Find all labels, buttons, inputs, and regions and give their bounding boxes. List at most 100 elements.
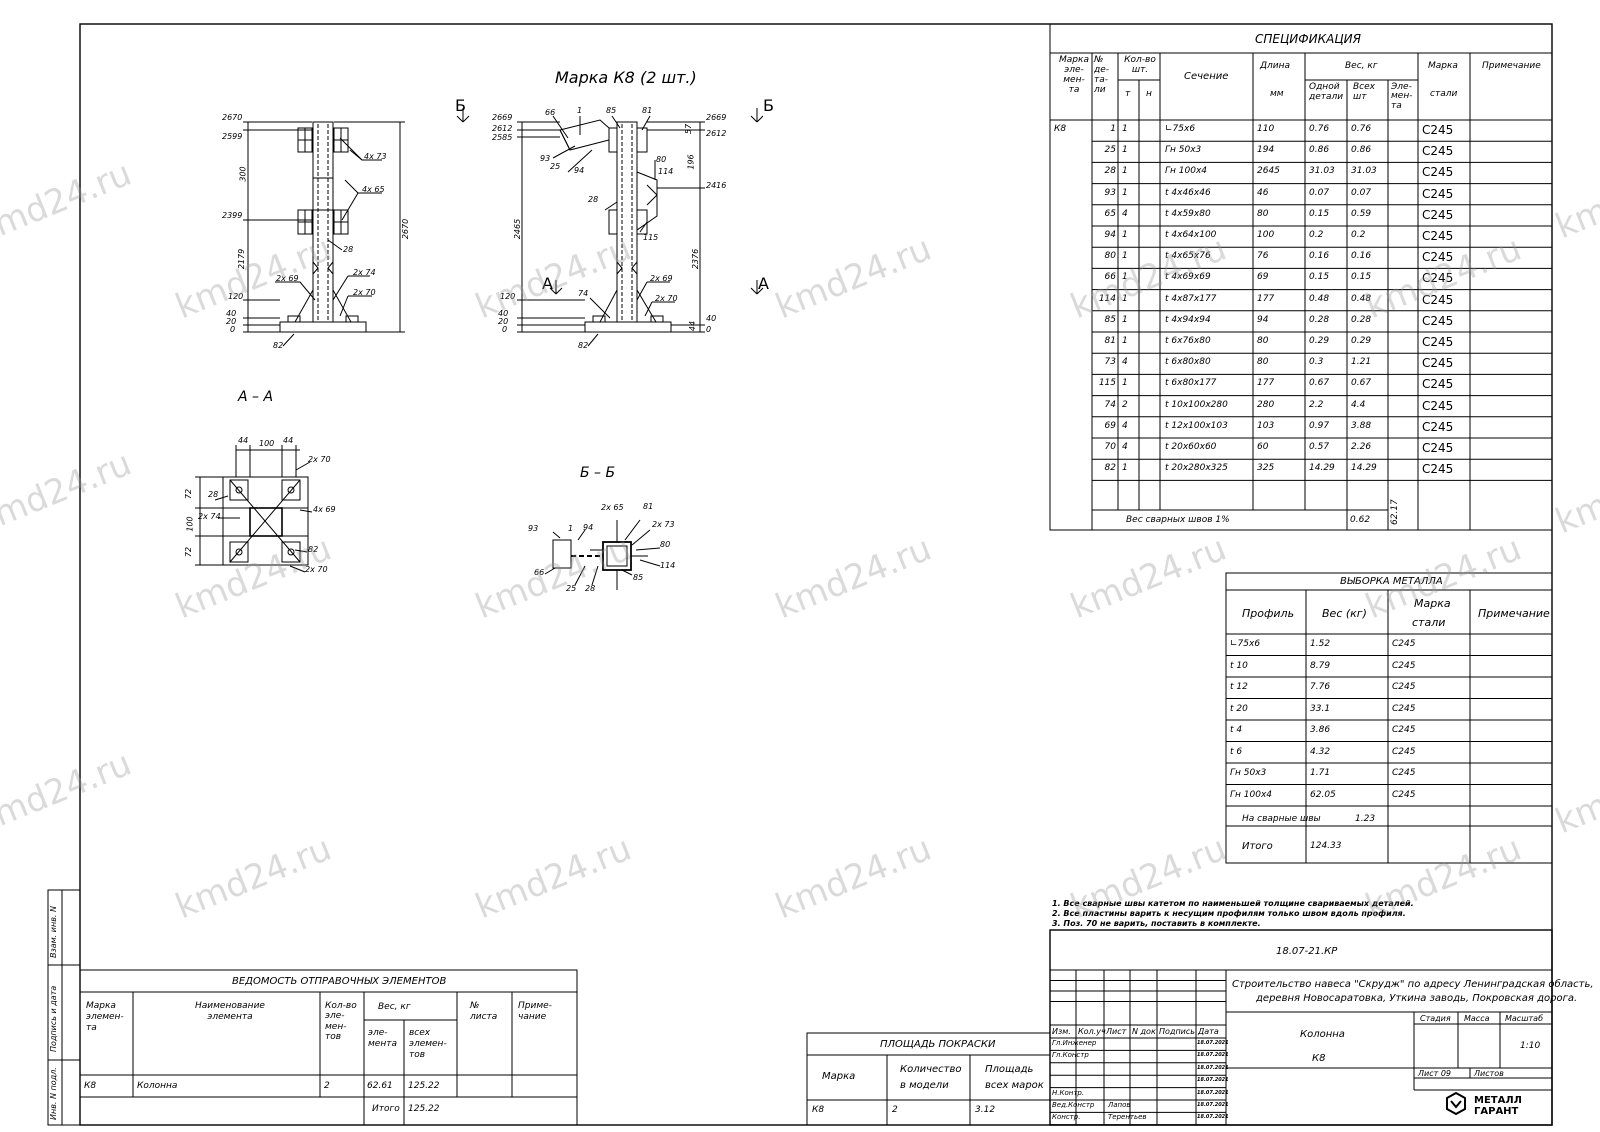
metal-header-profile: Профиль — [1242, 607, 1295, 620]
dim-label: 44 — [283, 436, 294, 445]
metal-grid — [1225, 572, 1553, 864]
spec-cell-steel: С245 — [1422, 271, 1454, 286]
stamp-date: 18.07.2021 — [1197, 1077, 1229, 1084]
shipping-header-name: Наименование элемента — [195, 1001, 265, 1022]
spec-cell-no: 70 — [1104, 442, 1116, 452]
spec-cell-t: 1 — [1122, 272, 1128, 283]
callout-label: 94 — [574, 166, 585, 175]
cut-b-right: Б — [763, 96, 774, 115]
spec-cell-no: 81 — [1104, 336, 1116, 346]
spec-cell-len: 110 — [1257, 124, 1275, 134]
callout-label: 74 — [578, 289, 589, 298]
level-label: 2612 — [492, 124, 513, 133]
spec-header-detail: № де- та- ли — [1094, 55, 1110, 95]
spec-cell-no: 80 — [1104, 251, 1116, 262]
metal-cell-steel: С245 — [1392, 768, 1416, 778]
metal-cell-weight: 62.05 — [1310, 789, 1336, 800]
spec-cell-all: 31.03 — [1351, 166, 1377, 177]
spec-cell-section: t 4х65х76 — [1165, 251, 1211, 262]
spec-cell-one: 0.97 — [1309, 420, 1330, 431]
dim-label: 72 — [184, 546, 194, 558]
spec-cell-t: 4 — [1122, 357, 1128, 368]
metal-header-steel2: стали — [1412, 616, 1446, 629]
metal-cell-steel: С245 — [1392, 660, 1416, 671]
spec-cell-all: 0.07 — [1351, 187, 1372, 198]
spec-cell-one: 2.2 — [1309, 399, 1324, 410]
callout-label: 93 — [540, 154, 551, 163]
stamp-role: Н.Контр. — [1052, 1088, 1085, 1097]
spec-cell-one: 0.15 — [1309, 208, 1330, 219]
spec-cell-t: 1 — [1122, 187, 1128, 198]
shipping-title: ВЕДОМОСТЬ ОТПРАВОЧНЫХ ЭЛЕМЕНТОВ — [232, 976, 447, 987]
cut-a-left: А — [542, 274, 553, 293]
spec-cell-len: 69 — [1257, 272, 1269, 283]
stamp-element-name: Колонна — [1300, 1029, 1345, 1040]
metal-cell-weight: 7.76 — [1310, 682, 1331, 692]
spec-cell-len: 280 — [1257, 399, 1275, 410]
shipping-header-qty: Кол-во эле- мен- тов — [325, 1001, 357, 1043]
spec-cell-all: 0.86 — [1351, 145, 1372, 156]
level-label: 2669 — [706, 113, 727, 122]
callout-label: 4х 69 — [313, 505, 336, 514]
callout-label: 94 — [583, 523, 594, 532]
metal-cell-steel: С245 — [1392, 725, 1416, 735]
spec-cell-section: t 6х80х177 — [1165, 378, 1217, 389]
spec-cell-len: 177 — [1257, 293, 1275, 304]
spec-cell-one: 0.2 — [1309, 230, 1324, 240]
specification-grid — [1049, 23, 1553, 531]
spec-mark-value: К8 — [1054, 124, 1067, 134]
stamp-date: 18.07.2021 — [1197, 1102, 1229, 1108]
metal-cell-profile: ∟75х6 — [1230, 639, 1261, 649]
spec-cell-len: 103 — [1257, 420, 1275, 431]
note-line: 1. Все сварные швы катетом по наименьшей… — [1052, 899, 1414, 908]
spec-cell-one: 0.07 — [1309, 187, 1330, 198]
shipping-header-sheet: № листа — [470, 1001, 498, 1022]
cut-a-right: А — [758, 274, 769, 293]
spec-cell-steel: С245 — [1422, 335, 1454, 349]
stamp-mass-header: Масса — [1464, 1014, 1490, 1023]
metal-weld-value: 1.23 — [1355, 814, 1376, 824]
metal-cell-weight: 33.1 — [1310, 703, 1331, 714]
spec-cell-section: Гн 50х3 — [1165, 145, 1202, 156]
spec-cell-one: 0.28 — [1309, 314, 1330, 325]
spec-cell-no: 74 — [1104, 399, 1116, 410]
level-label: 120 — [500, 292, 516, 301]
metal-header-note: Примечание — [1478, 607, 1550, 620]
spec-cell-len: 325 — [1257, 463, 1275, 474]
note-line: 2. Все пластины варить к несущим профиля… — [1052, 909, 1406, 918]
dim-label: 2670 — [401, 218, 411, 240]
spec-cell-one: 0.57 — [1309, 442, 1330, 452]
metal-cell-profile: t 10 — [1230, 660, 1248, 671]
stamp-role: Констр. — [1052, 1113, 1081, 1122]
stamp-scale-value: 1:10 — [1520, 1041, 1541, 1051]
metal-cell-steel: С245 — [1392, 703, 1416, 714]
metal-weld-label: На сварные швы — [1242, 814, 1321, 824]
section-aa-view — [195, 445, 313, 573]
callout-label: 66 — [534, 568, 545, 577]
shipping-row-name: Колонна — [137, 1081, 178, 1091]
spec-cell-section: t 12х100х103 — [1165, 420, 1228, 431]
spec-cell-t: 1 — [1122, 251, 1128, 262]
callout-label: 2х 73 — [652, 520, 675, 529]
stamp-code: 18.07-21.КР — [1276, 946, 1338, 957]
spec-cell-all: 0.15 — [1351, 272, 1372, 283]
callout-label: 115 — [643, 233, 659, 242]
spec-cell-one: 31.03 — [1309, 166, 1335, 177]
section-bb-view — [544, 519, 661, 590]
spec-cell-len: 177 — [1257, 378, 1275, 389]
level-label: 0 — [230, 325, 236, 334]
level-label: 0 — [706, 325, 712, 334]
callout-label: 80 — [660, 540, 671, 549]
metal-total-value: 124.33 — [1310, 841, 1342, 851]
spec-cell-len: 94 — [1257, 314, 1269, 325]
spec-cell-no: 1 — [1110, 124, 1116, 134]
spec-cell-steel: С245 — [1422, 441, 1454, 455]
metal-cell-steel: С245 — [1392, 639, 1416, 649]
paint-row-area: 3.12 — [975, 1105, 996, 1115]
stamp-header-cell: Кол.уч — [1078, 1027, 1106, 1036]
stamp-role: Вед.Констр — [1052, 1101, 1095, 1109]
elevation-view-2 — [456, 108, 764, 347]
level-label: 20 — [226, 317, 237, 326]
level-label: 120 — [228, 292, 244, 301]
